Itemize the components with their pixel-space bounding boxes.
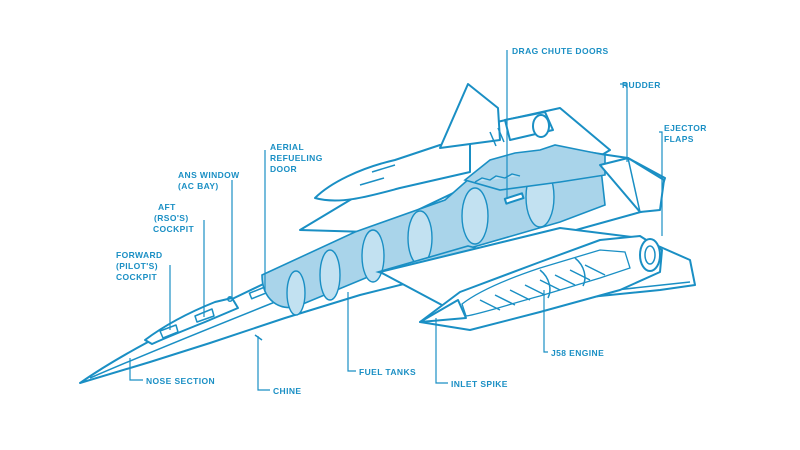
labels: DRAG CHUTE DOORS RUDDER EJECTOR FLAPS AE… [116,46,707,396]
label-aerial-refueling-door-line1: AERIAL [270,142,304,152]
leader-lines [129,50,663,391]
label-aft-cockpit-line2: (RSO'S) [154,213,189,223]
label-forward-cockpit-line3: COCKPIT [116,272,157,282]
fuel-tanks [261,144,606,316]
label-ans-window-line1: ANS WINDOW [178,170,240,180]
label-aerial-refueling-door-line2: REFUELING [270,153,323,163]
label-fuel-tanks: FUEL TANKS [359,367,416,377]
label-aerial-refueling-door-line3: DOOR [270,164,297,174]
lower-nacelle [419,235,663,331]
upper-wing [299,83,611,236]
label-aft-cockpit-line3: COCKPIT [153,224,194,234]
label-rudder: RUDDER [622,80,661,90]
label-aft-cockpit-line1: AFT [158,202,176,212]
label-j58-engine: J58 ENGINE [551,348,604,358]
label-forward-cockpit-line1: FORWARD [116,250,163,260]
label-drag-chute-doors: DRAG CHUTE DOORS [512,46,609,56]
label-ejector-flaps-line2: FLAPS [664,134,694,144]
label-chine: CHINE [273,386,301,396]
label-forward-cockpit-line2: (PILOT'S) [116,261,158,271]
label-ans-window-line2: (AC BAY) [178,181,219,191]
label-ejector-flaps-line1: EJECTOR [664,123,707,133]
label-nose-section: NOSE SECTION [146,376,215,386]
label-inlet-spike: INLET SPIKE [451,379,508,389]
